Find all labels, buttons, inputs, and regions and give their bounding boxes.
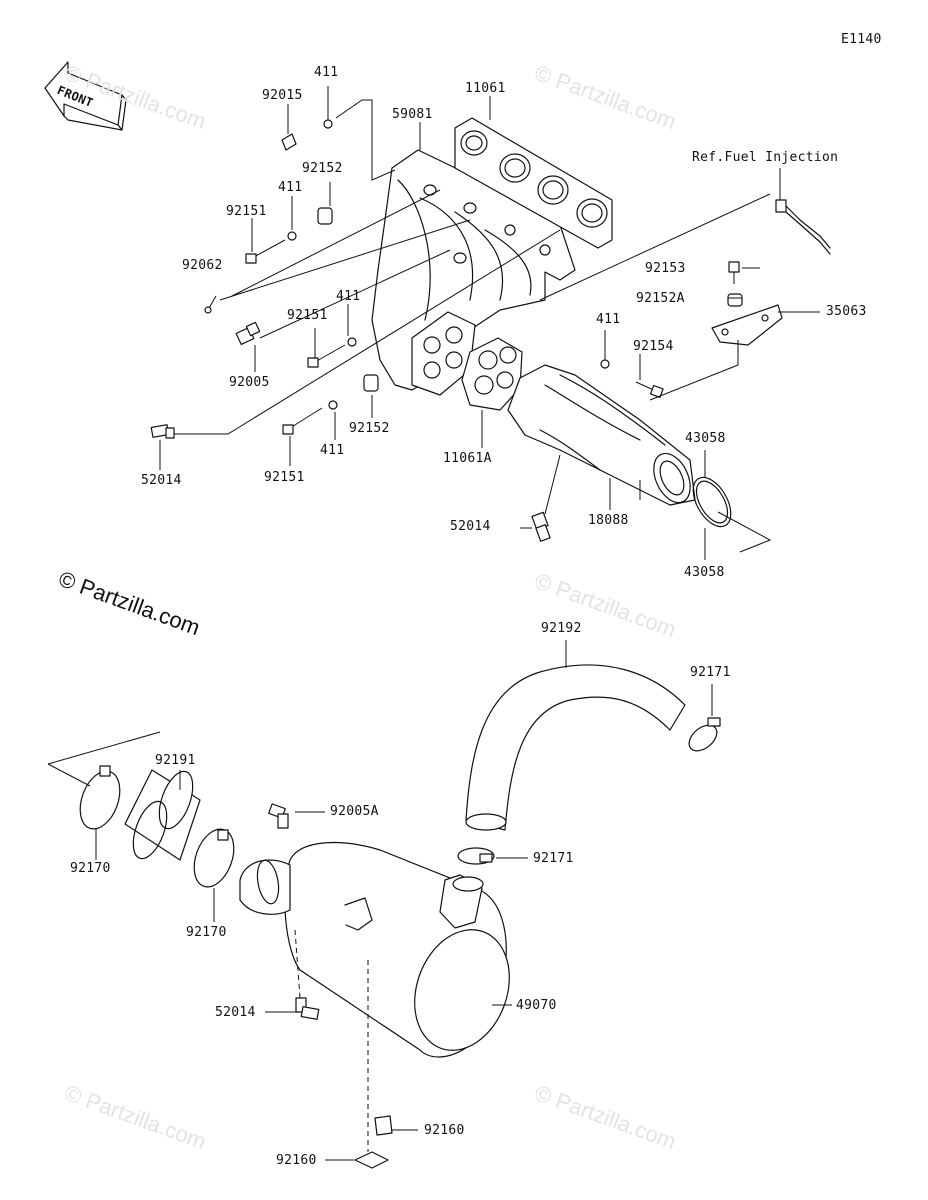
fitting-92005A (268, 803, 289, 829)
clamp-screw-c (99, 765, 111, 777)
fitting-52014-b (531, 511, 551, 542)
stud-92062 (204, 295, 217, 314)
part-label: 49070 (516, 998, 557, 1013)
washer-411-e (328, 400, 338, 410)
exhaust-hose (465, 664, 686, 831)
part-label: 411 (336, 289, 361, 304)
collar-92152A (727, 293, 743, 307)
part-label: 92015 (262, 88, 303, 103)
part-label: 92153 (645, 261, 686, 276)
hose-clamp-92171-a (688, 724, 718, 752)
part-label: 52014 (215, 1005, 256, 1020)
part-label: 411 (314, 65, 339, 80)
part-label: 92062 (182, 258, 223, 273)
washer-411-b (287, 231, 297, 241)
part-label: 92192 (541, 621, 582, 636)
pad-92160-b (354, 1151, 389, 1169)
part-label: 92160 (424, 1123, 465, 1138)
manifold-flange (411, 311, 476, 396)
part-label: 92152 (349, 421, 390, 436)
part-label: 411 (320, 443, 345, 458)
part-label: 59081 (392, 107, 433, 122)
bolt-92151-c (282, 407, 323, 435)
part-label: 11061 (465, 81, 506, 96)
part-label: 92005A (330, 804, 379, 819)
collar-92152-b (363, 374, 379, 392)
sleeve-92191 (124, 769, 201, 861)
pad-92160-a (374, 1115, 393, 1136)
part-label: 92171 (690, 665, 731, 680)
manifold-gasket (454, 117, 613, 249)
fitting-52014-c (295, 997, 320, 1020)
flange-gasket (461, 337, 523, 411)
diagram-code: E1140 (841, 32, 882, 47)
collar-92152-a (317, 207, 333, 225)
clamp-screw-a (707, 717, 721, 727)
front-arrow-icon (44, 61, 127, 131)
bolt-92151-b (307, 344, 346, 368)
clamp-screw-d (217, 829, 229, 841)
part-label: 92005 (229, 375, 270, 390)
part-label: 43058 (685, 431, 726, 446)
fuel-injection-sensor (775, 199, 831, 255)
part-label: 52014 (141, 473, 182, 488)
hose-clamp-92171-b (457, 847, 495, 865)
part-label: 43058 (684, 565, 725, 580)
part-label: 92170 (70, 861, 111, 876)
part-label: 35063 (826, 304, 867, 319)
part-label: 52014 (450, 519, 491, 534)
part-label: 92151 (226, 204, 267, 219)
part-label: 92191 (155, 753, 196, 768)
leader-lines-lower (47, 640, 713, 1161)
hose-clamp-92170-b (193, 828, 235, 888)
part-label: 92171 (533, 851, 574, 866)
nut-92015 (281, 133, 297, 151)
part-label: 92152A (636, 291, 685, 306)
fitting-92005 (235, 321, 261, 345)
part-label: 18088 (588, 513, 629, 528)
bolt-92151-a (245, 239, 286, 264)
clamp-ring-inner (695, 480, 729, 524)
part-label: 92151 (287, 308, 328, 323)
clamp-screw-b (479, 853, 493, 863)
fitting-52014-a (150, 424, 175, 439)
muffler (239, 842, 510, 1058)
ref-note: Ref.Fuel Injection (692, 150, 839, 165)
washer-411-c (347, 337, 357, 347)
part-label: 411 (278, 180, 303, 195)
clamp-ring-outer (692, 476, 732, 528)
bolt-92154 (635, 381, 664, 399)
exhaust-pipe (507, 364, 696, 506)
bracket (711, 304, 783, 346)
part-label: 92160 (276, 1153, 317, 1168)
part-label: 92154 (633, 339, 674, 354)
washer-411-d (600, 359, 610, 369)
part-label: 411 (596, 312, 621, 327)
part-label: 11061A (443, 451, 492, 466)
bolt-92153 (728, 261, 740, 284)
washer-411-a (323, 119, 333, 129)
part-label: 92170 (186, 925, 227, 940)
part-label: 92151 (264, 470, 305, 485)
part-label: 92152 (302, 161, 343, 176)
leader-lines-upper (159, 86, 820, 560)
